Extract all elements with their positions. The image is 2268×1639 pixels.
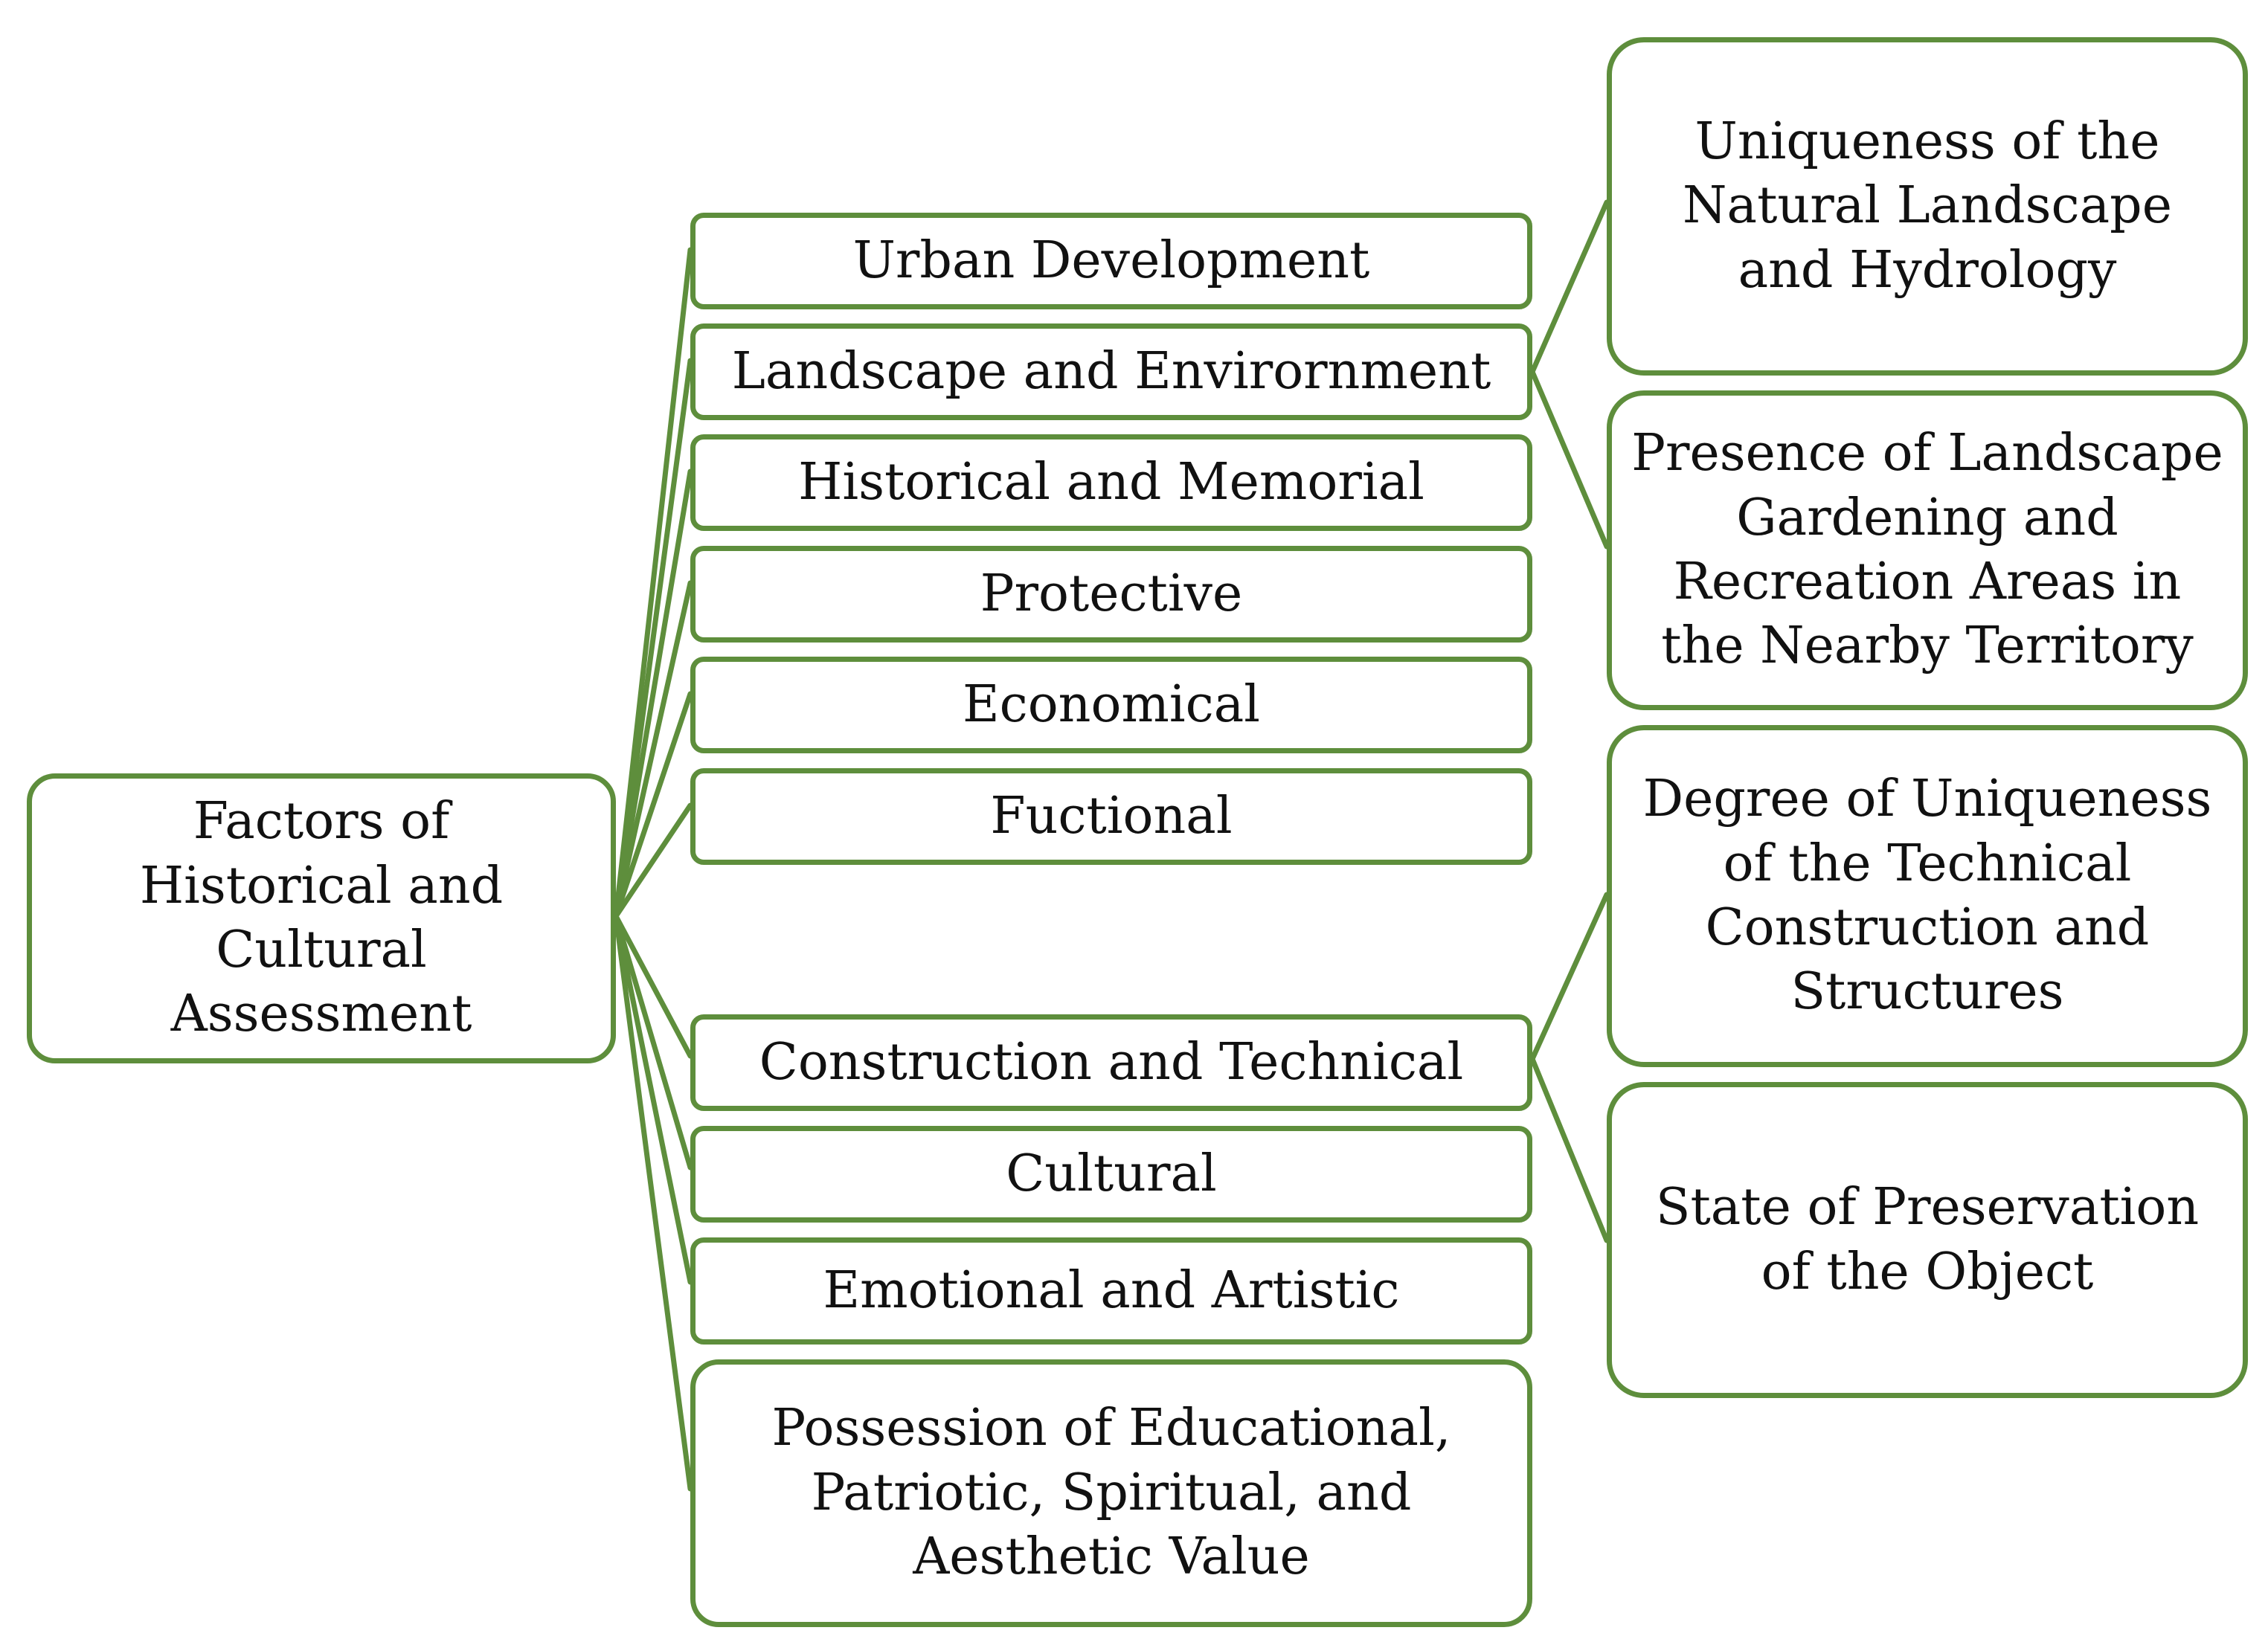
subfactor-technical-construction-uniqueness: Degree of Uniqueness of the Technical Co… — [1607, 725, 2248, 1067]
connector-root-construction-technical — [613, 913, 693, 1059]
factor-functional: Fuctional — [690, 768, 1532, 865]
connector-construction-uniqueness — [1529, 892, 1610, 1062]
connector-construction-preservation — [1529, 1056, 1610, 1243]
factor-possession-value: Possession of Educational, Patriotic, Sp… — [690, 1359, 1532, 1627]
factor-historical-memorial: Historical and Memorial — [690, 434, 1532, 531]
connector-landscape-gardening — [1529, 369, 1610, 550]
subfactor-state-of-preservation: State of Preservation of the Object — [1607, 1082, 2248, 1398]
connector-root-possession-value — [613, 913, 693, 1492]
factor-economical: Economical — [690, 657, 1532, 753]
factor-protective: Protective — [690, 546, 1532, 643]
subfactor-label: State of Preservation of the Object — [1655, 1178, 2200, 1301]
connector-root-economical — [613, 691, 693, 919]
factor-label: Possession of Educational, Patriotic, Sp… — [771, 1399, 1451, 1587]
connector-root-cultural — [613, 913, 693, 1171]
factor-label: Cultural — [1006, 1144, 1217, 1203]
factor-construction-technical: Construction and Technical — [690, 1014, 1532, 1111]
connector-root-historical-memorial — [613, 468, 693, 919]
factor-label: Construction and Technical — [759, 1032, 1464, 1092]
connector-root-protective — [613, 580, 693, 919]
subfactor-label: Presence of Landscape Gardening and Recr… — [1631, 424, 2223, 676]
connector-landscape-natural — [1529, 199, 1610, 375]
factor-label: Protective — [980, 564, 1243, 623]
factor-label: Historical and Memorial — [798, 452, 1424, 512]
connector-root-functional — [613, 802, 693, 919]
factor-emotional-artistic: Emotional and Artistic — [690, 1237, 1532, 1345]
connector-root-landscape-environment — [613, 358, 693, 919]
root-node: Factors of Historical and Cultural Asses… — [27, 773, 616, 1063]
subfactor-label: Uniqueness of the Natural Landscape and … — [1683, 112, 2172, 300]
factor-urban-development: Urban Development — [690, 213, 1532, 309]
connector-root-emotional-artistic — [613, 913, 693, 1285]
subfactor-landscape-gardening-recreation: Presence of Landscape Gardening and Recr… — [1607, 390, 2248, 710]
subfactor-natural-landscape-hydrology: Uniqueness of the Natural Landscape and … — [1607, 37, 2248, 376]
factor-label: Emotional and Artistic — [823, 1260, 1400, 1320]
factor-label: Fuctional — [990, 786, 1233, 846]
subfactor-label: Degree of Uniqueness of the Technical Co… — [1642, 770, 2212, 1022]
factor-label: Economical — [963, 674, 1260, 734]
factor-cultural: Cultural — [690, 1126, 1532, 1223]
factor-label: Urban Development — [852, 231, 1370, 290]
factor-landscape-environment: Landscape and Envirornment — [690, 323, 1532, 420]
root-label: Factors of Historical and Cultural Asses… — [139, 792, 504, 1044]
factor-label: Landscape and Envirornment — [731, 341, 1491, 401]
